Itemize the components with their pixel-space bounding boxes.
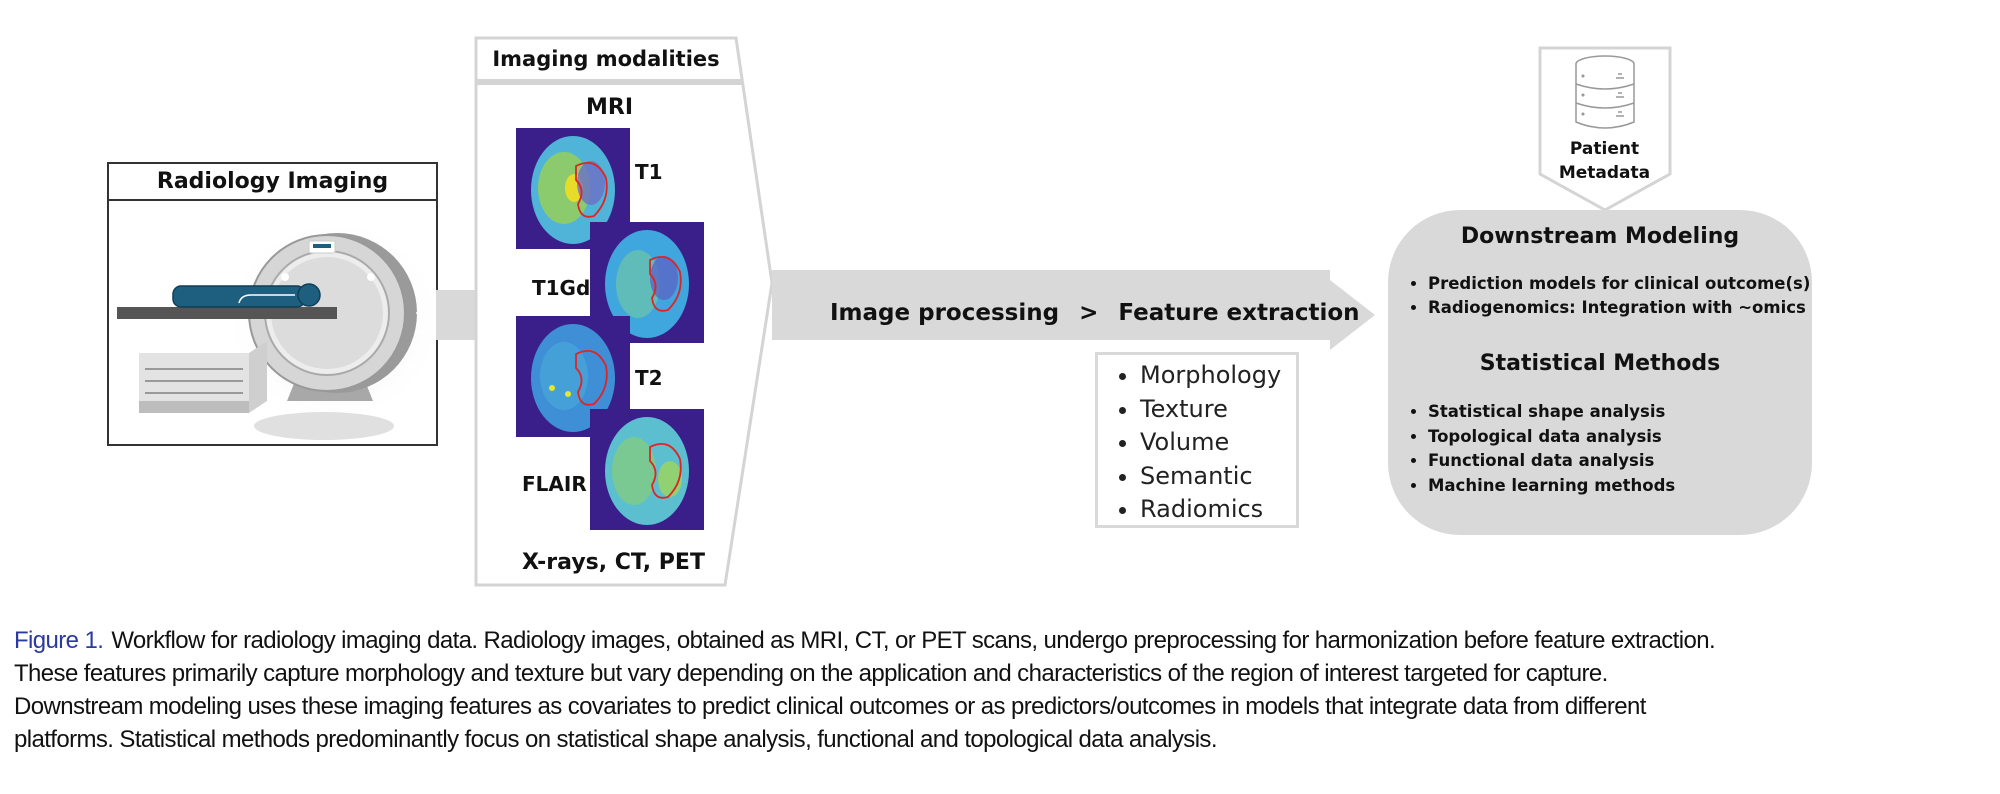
statistical-methods-title: Statistical Methods xyxy=(1479,351,1721,376)
figure-caption: Figure 1. Workflow for radiology imaging … xyxy=(14,624,1914,756)
brain-image-icon xyxy=(531,324,615,432)
caption-text: Workflow for radiology imaging data. Rad… xyxy=(111,627,1716,654)
sequence-label-flair: FLAIR xyxy=(522,472,587,496)
sequence-label-t1gd: T1Gd xyxy=(532,276,591,300)
caption-figure-label: Figure 1. xyxy=(14,627,104,654)
sequence-label-t1: T1 xyxy=(635,160,663,184)
statistical-method-item: Topological data analysis xyxy=(1428,425,1675,450)
downstream-modeling-title: Downstream Modeling xyxy=(1460,224,1740,249)
mri-label: MRI xyxy=(586,95,634,120)
sequence-label-t2: T2 xyxy=(635,366,663,390)
brain-image-icon xyxy=(531,136,615,244)
caption-line: These features primarily capture morphol… xyxy=(14,660,1608,687)
step-separator: > xyxy=(1079,300,1099,326)
metadata-line-2: Metadata xyxy=(1558,163,1651,183)
database-icon xyxy=(1575,55,1635,129)
caption-line: Downstream modeling uses these imaging f… xyxy=(14,693,1646,720)
step-feature-extraction: Feature extraction xyxy=(1118,300,1360,326)
statistical-method-item: Machine learning methods xyxy=(1428,474,1675,499)
feature-item: Texture xyxy=(1140,393,1296,427)
caption-line: platforms. Statistical methods predomina… xyxy=(14,726,1217,753)
mri-scanner-icon xyxy=(117,216,444,440)
other-modalities-label: X-rays, CT, PET xyxy=(522,550,705,575)
mri-scanner-illustration xyxy=(109,201,444,444)
brain-image-icon xyxy=(605,417,689,525)
radiology-imaging-panel: Radiology Imaging xyxy=(107,162,444,446)
statistical-methods-list: Statistical shape analysis Topological d… xyxy=(1408,400,1675,498)
statistical-method-item: Functional data analysis xyxy=(1428,449,1675,474)
downstream-modeling-list: Prediction models for clinical outcome(s… xyxy=(1408,272,1810,320)
downstream-modeling-panel: Downstream Modeling Prediction models fo… xyxy=(1388,210,1812,535)
downstream-item: Prediction models for clinical outcome(s… xyxy=(1428,272,1810,296)
patient-metadata-panel xyxy=(1538,46,1672,212)
brain-scan-flair xyxy=(590,409,704,530)
processing-steps: Image processing > Feature extraction xyxy=(830,300,1360,326)
downstream-item: Radiogenomics: Integration with ~omics xyxy=(1428,296,1810,320)
feature-item: Volume xyxy=(1140,426,1296,460)
patient-metadata-label: Patient Metadata xyxy=(1538,137,1671,185)
processing-arrow xyxy=(772,270,1375,350)
caption-line: Figure 1. Workflow for radiology imaging … xyxy=(14,624,1914,657)
feature-item: Radiomics xyxy=(1140,493,1296,527)
brain-image-icon xyxy=(605,230,689,338)
feature-types-list: Morphology Texture Volume Semantic Radio… xyxy=(1095,352,1299,528)
connector-arrow-stub xyxy=(436,290,480,340)
brain-scan-t2 xyxy=(516,316,630,437)
step-image-processing: Image processing xyxy=(830,300,1060,326)
metadata-line-1: Patient xyxy=(1569,139,1640,159)
statistical-method-item: Statistical shape analysis xyxy=(1428,400,1675,425)
radiology-imaging-title: Radiology Imaging xyxy=(109,164,436,201)
feature-item: Semantic xyxy=(1140,460,1296,494)
feature-item: Morphology xyxy=(1140,359,1296,393)
imaging-modalities-title: Imaging modalities xyxy=(492,47,720,71)
